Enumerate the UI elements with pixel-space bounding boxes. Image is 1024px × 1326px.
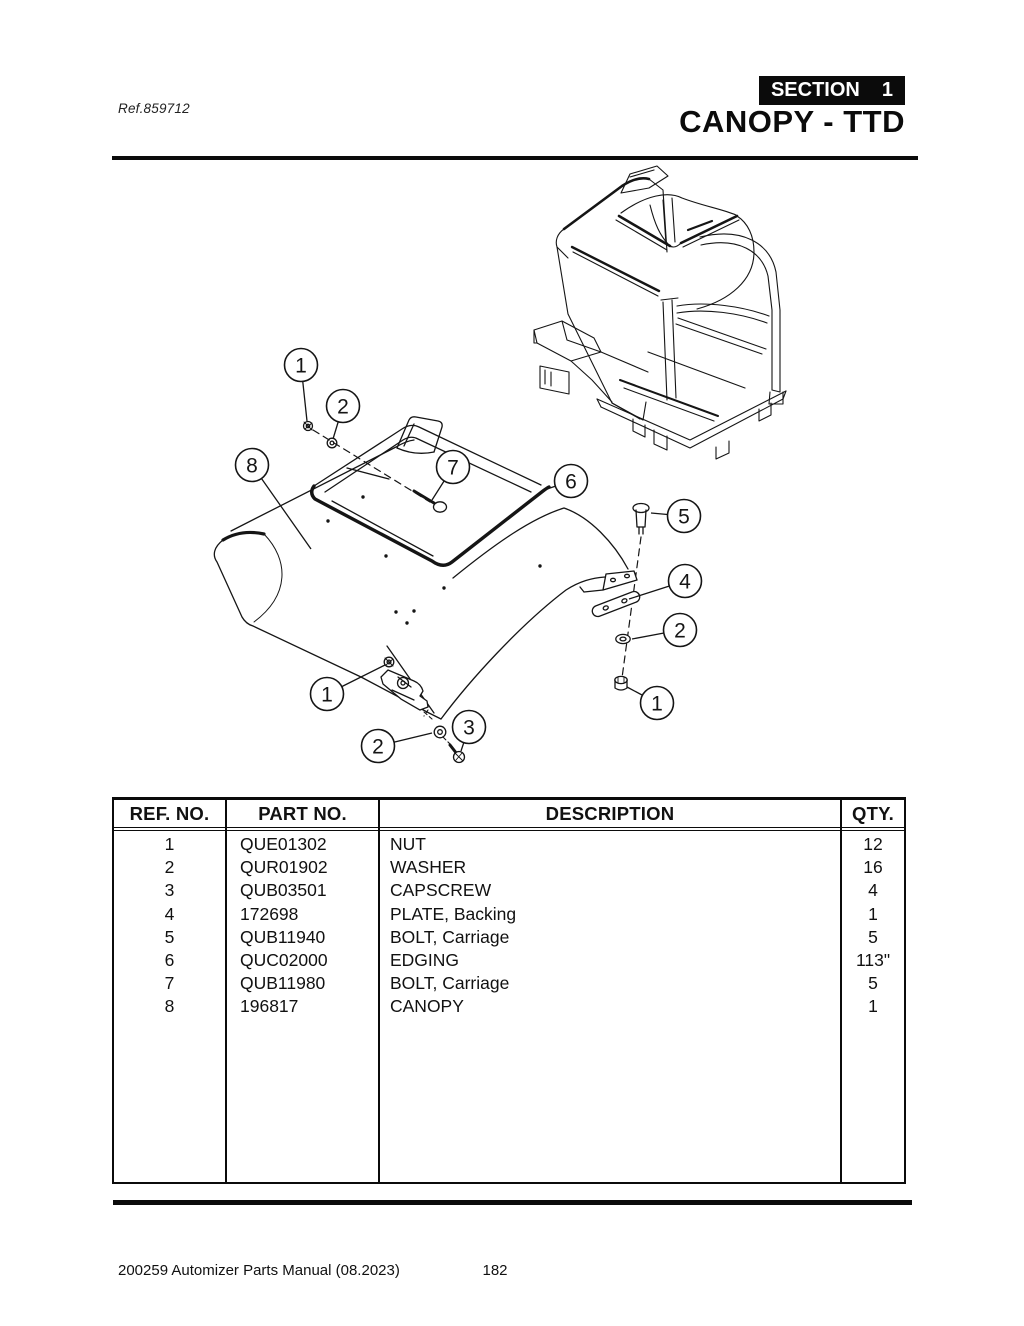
svg-text:4: 4 bbox=[679, 571, 691, 594]
section-badge: SECTION 1 bbox=[758, 76, 905, 105]
table-cell: QUC02000 bbox=[240, 949, 328, 970]
table-cell: 1 bbox=[164, 834, 175, 854]
callout-1: 1 bbox=[309, 676, 345, 712]
callout-2: 2 bbox=[662, 612, 698, 648]
callout-6: 6 bbox=[553, 463, 589, 499]
svg-text:1: 1 bbox=[295, 355, 307, 378]
footer-manual-title: 200259 Automizer Parts Manual (08.2023) bbox=[118, 1262, 400, 1279]
callout-4: 4 bbox=[667, 563, 703, 599]
table-cell: 5 bbox=[164, 926, 175, 947]
svg-text:3: 3 bbox=[463, 717, 475, 740]
table-cell: QUR01902 bbox=[240, 857, 328, 878]
table-cell: 172698 bbox=[240, 903, 299, 924]
table-cell: BOLT, Carriage bbox=[390, 973, 510, 994]
table-cell: 3 bbox=[164, 880, 175, 901]
table-cell: 7 bbox=[164, 973, 175, 994]
footer-rule bbox=[113, 1200, 912, 1205]
svg-text:2: 2 bbox=[674, 620, 686, 643]
svg-text:7: 7 bbox=[447, 457, 459, 480]
table-cell: 1 bbox=[868, 903, 878, 924]
table-cell: 5 bbox=[868, 973, 878, 994]
table-cell: QUB11980 bbox=[240, 973, 326, 994]
table-cell: QUB11940 bbox=[240, 926, 326, 947]
canopy-part-drawing bbox=[213, 416, 629, 720]
svg-text:5: 5 bbox=[678, 506, 690, 529]
table-cell: QUB03501 bbox=[240, 880, 327, 901]
hardware-parts bbox=[302, 420, 650, 764]
table-cell: 5 bbox=[868, 926, 878, 947]
column-header-part-no: PART NO. bbox=[227, 800, 378, 831]
table-cell: WASHER bbox=[390, 857, 467, 878]
callout-bubbles: 1 2 8 7 6 5 4 2 1 1 2 3 bbox=[234, 347, 703, 764]
table-cell: BOLT, Carriage bbox=[390, 926, 510, 947]
svg-text:2: 2 bbox=[337, 396, 349, 419]
callout-5: 5 bbox=[666, 498, 702, 534]
header-rule bbox=[112, 156, 918, 160]
table-cell: 4 bbox=[164, 903, 175, 924]
svg-text:1: 1 bbox=[651, 693, 663, 716]
table-cell: PLATE, Backing bbox=[390, 903, 517, 924]
table-cell: 12 bbox=[863, 834, 883, 854]
table-cell: CAPSCREW bbox=[390, 880, 492, 901]
column-header-description: DESCRIPTION bbox=[380, 800, 840, 831]
callout-8: 8 bbox=[234, 447, 270, 483]
callout-7: 7 bbox=[435, 449, 471, 485]
section-badge-label: SECTION bbox=[770, 79, 860, 101]
callout-2: 2 bbox=[360, 728, 396, 764]
svg-text:8: 8 bbox=[246, 455, 258, 478]
table-cell: 8 bbox=[164, 996, 175, 1017]
machine-illustration bbox=[533, 165, 787, 460]
column-header-qty: QTY. bbox=[842, 800, 904, 831]
table-cell: 6 bbox=[164, 949, 175, 970]
table-cell: EDGING bbox=[390, 949, 460, 970]
table-cell: 113" bbox=[855, 949, 891, 970]
table-cell: 196817 bbox=[240, 996, 299, 1017]
table-cell: 2 bbox=[164, 857, 175, 878]
exploded-view-diagram: 1 2 8 7 6 5 4 2 1 1 2 3 bbox=[213, 165, 787, 764]
table-cell: 1 bbox=[868, 996, 878, 1017]
table-cell: QUE01302 bbox=[240, 834, 327, 854]
callout-1: 1 bbox=[639, 685, 675, 721]
svg-text:1: 1 bbox=[321, 684, 333, 707]
section-badge-number: 1 bbox=[881, 79, 893, 101]
callout-2: 2 bbox=[325, 388, 361, 424]
reference-number: Ref.859712 bbox=[118, 101, 190, 116]
table-cell: 16 bbox=[863, 857, 883, 878]
table-cell: CANOPY bbox=[390, 996, 464, 1017]
svg-text:6: 6 bbox=[565, 471, 577, 494]
column-header-ref-no: REF. NO. bbox=[114, 800, 225, 831]
footer-page-number: 182 bbox=[482, 1262, 508, 1279]
page-title: CANOPY - TTD bbox=[679, 104, 905, 139]
table-cell: NUT bbox=[390, 834, 426, 854]
callout-3: 3 bbox=[451, 709, 487, 745]
table-cell: 4 bbox=[868, 880, 878, 901]
callout-1: 1 bbox=[283, 347, 319, 383]
svg-text:2: 2 bbox=[372, 736, 384, 759]
